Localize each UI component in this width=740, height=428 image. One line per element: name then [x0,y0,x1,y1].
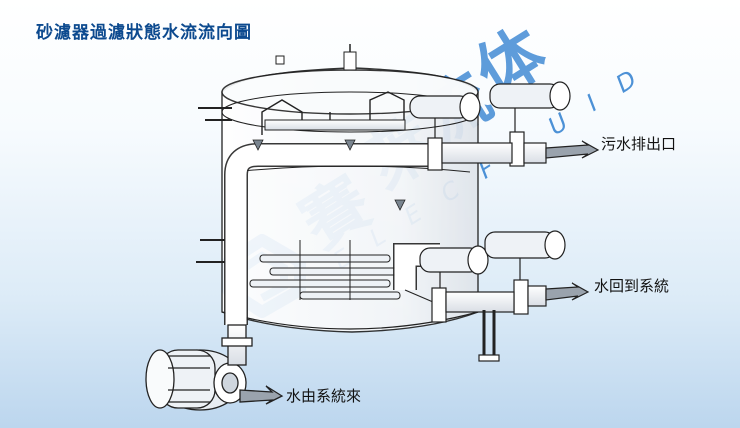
drain-outlet-label: 污水排出口 [601,135,677,153]
bottom-laterals [249,240,401,300]
water-inlet-label: 水由系統來 [286,387,362,405]
upper-valves [409,81,600,171]
water-return-label: 水回到系統 [594,277,670,295]
pump [145,324,284,411]
lower-valves [419,230,590,362]
flow-arrows [252,139,406,211]
diagram-title: 砂濾器過濾狀態水流流向圖 [36,23,252,43]
top-distributor [261,91,406,135]
